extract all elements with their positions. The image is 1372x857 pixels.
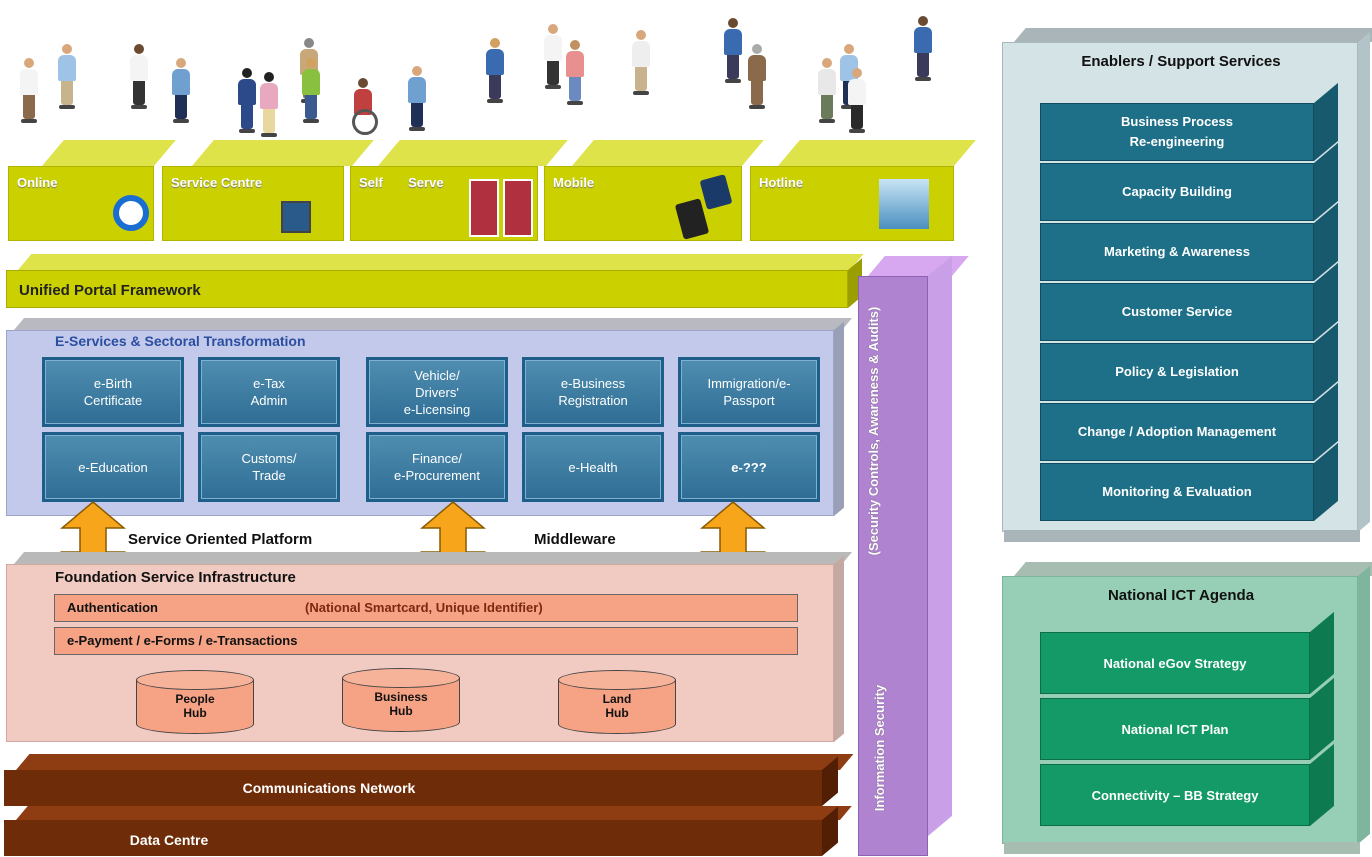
communications-network-layer: Communications Network (4, 770, 822, 806)
foundation-title: Foundation Service Infrastructure (55, 569, 296, 586)
person-icon (484, 38, 506, 103)
tile-finance-procurement[interactable]: Finance/ e-Procurement (366, 432, 508, 502)
person-icon (170, 58, 192, 123)
channel-hotline: Hotline (750, 166, 954, 241)
person-icon (56, 44, 78, 109)
enabler-monitoring-evaluation[interactable]: Monitoring & Evaluation (1040, 442, 1338, 521)
unified-portal-framework: Unified Portal Framework (6, 270, 848, 308)
tile-e-business-registration[interactable]: e-Business Registration (522, 357, 664, 427)
person-icon (722, 18, 744, 83)
person-icon (258, 72, 280, 137)
ict-agenda-title: National ICT Agenda (1107, 587, 1255, 604)
business-hub-database: Business Hub (342, 668, 460, 732)
person-icon (128, 44, 150, 109)
land-hub-database: Land Hub (558, 670, 676, 734)
person-icon (18, 58, 40, 123)
information-security-pillar (858, 276, 928, 856)
browser-icon (113, 195, 149, 231)
epayment-bar: e-Payment / e-Forms / e-Transactions (54, 627, 798, 655)
person-wheelchair-icon (352, 78, 378, 135)
person-icon (236, 68, 258, 133)
tile-e-education[interactable]: e-Education (42, 432, 184, 502)
authentication-bar: Authentication (National Smartcard, Uniq… (54, 594, 798, 622)
data-centre-layer: Data Centre (4, 820, 822, 856)
tile-e-health[interactable]: e-Health (522, 432, 664, 502)
tile-e-unknown[interactable]: e-??? (678, 432, 820, 502)
tile-e-birth-certificate[interactable]: e-Birth Certificate (42, 357, 184, 427)
person-icon (300, 58, 322, 123)
eservices-title: E-Services & Sectoral Transformation (55, 333, 306, 349)
headset-operator-icon (879, 179, 929, 229)
kiosk-icon (469, 179, 499, 237)
person-icon (816, 58, 838, 123)
person-icon (912, 16, 934, 81)
enabler-policy-legislation[interactable]: Policy & Legislation (1040, 322, 1338, 401)
ict-connectivity-bb-strategy[interactable]: Connectivity – BB Strategy (1040, 743, 1334, 826)
channel-self-serve: Self Serve (350, 166, 538, 241)
channel-mobile: Mobile (544, 166, 742, 241)
tile-e-tax-admin[interactable]: e-Tax Admin (198, 357, 340, 427)
middleware-label: Middleware (534, 531, 616, 548)
information-security-label: Information Security (872, 684, 887, 812)
tile-immigration-passport[interactable]: Immigration/e- Passport (678, 357, 820, 427)
person-icon (746, 44, 768, 109)
ict-national-egov-strategy[interactable]: National eGov Strategy (1040, 611, 1334, 694)
kiosk-icon (503, 179, 533, 237)
security-controls-label: (Security Controls, Awareness & Audits) (866, 306, 881, 556)
tile-vehicle-licensing[interactable]: Vehicle/ Drivers' e-Licensing (366, 357, 508, 427)
tile-customs-trade[interactable]: Customs/ Trade (198, 432, 340, 502)
mobile-phone-icon (699, 174, 733, 210)
computer-desk-icon (281, 201, 311, 233)
enabler-capacity-building[interactable]: Capacity Building (1040, 142, 1338, 221)
enabler-marketing-awareness[interactable]: Marketing & Awareness (1040, 202, 1338, 281)
people-hub-database: People Hub (136, 670, 254, 734)
person-icon (846, 68, 868, 133)
person-icon (406, 66, 428, 131)
channel-service-centre: Service Centre (162, 166, 344, 241)
service-oriented-platform-label: Service Oriented Platform (128, 531, 313, 548)
enabler-business-process[interactable]: Business Process Re-engineering (1040, 82, 1338, 161)
enablers-title: Enablers / Support Services (1081, 53, 1281, 70)
person-icon (630, 30, 652, 95)
channel-online: Online (8, 166, 154, 241)
person-icon (542, 24, 564, 89)
enabler-change-adoption[interactable]: Change / Adoption Management (1040, 382, 1338, 461)
ict-national-ict-plan[interactable]: National ICT Plan (1040, 677, 1334, 760)
person-icon (564, 40, 586, 105)
enabler-customer-service[interactable]: Customer Service (1040, 262, 1338, 341)
mobile-phone-icon (674, 198, 710, 240)
